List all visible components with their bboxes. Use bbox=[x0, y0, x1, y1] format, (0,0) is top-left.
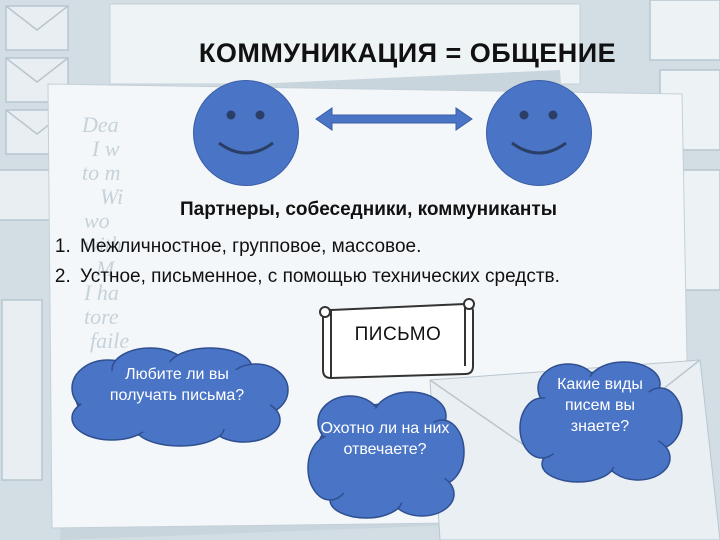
cloud-2-text: Охотно ли на них отвечаете? bbox=[320, 420, 450, 458]
thought-cloud-3 bbox=[519, 361, 683, 483]
svg-text:wo: wo bbox=[84, 208, 110, 233]
page-title: КОММУНИКАЦИЯ = ОБЩЕНИЕ bbox=[198, 38, 617, 68]
svg-text:M: M bbox=[95, 256, 116, 281]
svg-text:to m: to m bbox=[82, 160, 121, 185]
cloud-1-text: Любите ли вы получать письма? bbox=[109, 366, 245, 404]
svg-text:tore: tore bbox=[84, 304, 119, 329]
svg-text:Dea: Dea bbox=[81, 112, 119, 137]
double-arrow-icon bbox=[315, 107, 473, 131]
svg-text:I w: I w bbox=[91, 136, 120, 161]
scroll-label: ПИСЬМО bbox=[354, 324, 442, 345]
subtitle: Партнеры, собеседники, коммуниканты bbox=[180, 199, 557, 220]
smiley-face-left-icon bbox=[193, 80, 299, 186]
scroll-icon bbox=[319, 298, 475, 380]
svg-text:with: with bbox=[84, 232, 122, 257]
list-item: Межличностное, групповое, массовое. bbox=[76, 232, 560, 262]
list-item: Устное, письменное, с помощью технически… bbox=[76, 262, 560, 292]
smiley-face-right-icon bbox=[486, 80, 592, 186]
svg-text:faile: faile bbox=[90, 328, 129, 353]
thought-cloud-1 bbox=[71, 347, 289, 447]
thought-cloud-2 bbox=[307, 391, 465, 519]
cloud-3-text: Какие виды писем вы знаете? bbox=[557, 376, 643, 435]
svg-text:Wi: Wi bbox=[100, 184, 123, 209]
numbered-list: Межличностное, групповое, массовое. Устн… bbox=[20, 232, 560, 292]
svg-text:I ha: I ha bbox=[83, 280, 119, 305]
